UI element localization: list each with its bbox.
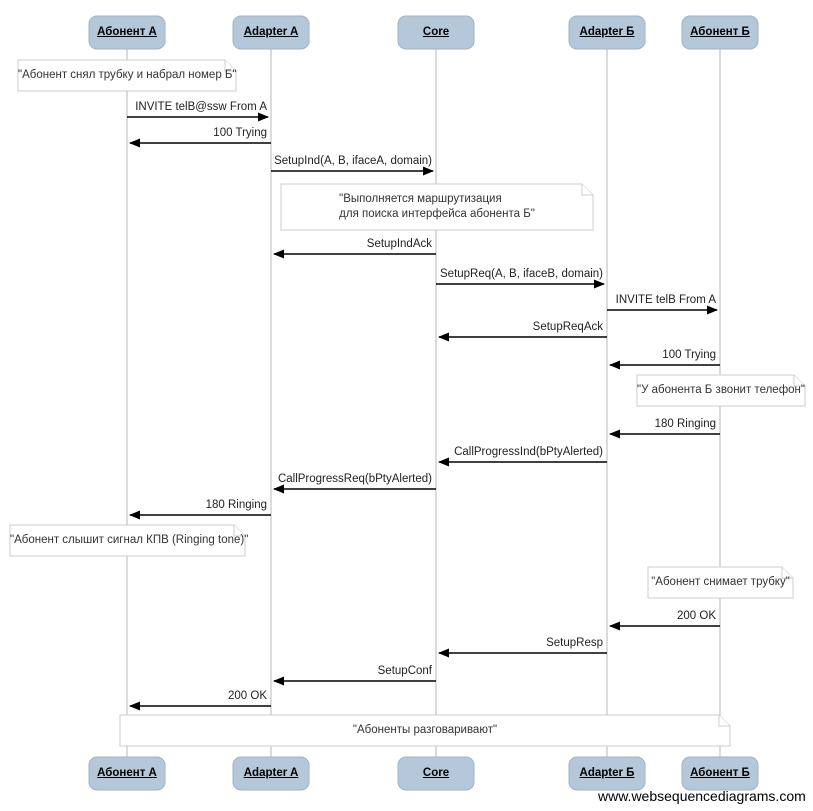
note-b-answers-text: "Абонент снимает трубку" (651, 576, 790, 588)
actor-box-top-core[interactable] (397, 15, 475, 50)
actor-box-bottom-abonentB[interactable] (681, 756, 759, 791)
actor-box-top-adapterB[interactable] (568, 15, 646, 50)
message-label-0: INVITE telB@ssw From A (135, 101, 267, 113)
actor-box-bottom-adapterA[interactable] (232, 756, 310, 791)
actor-box-top-abonentA[interactable] (88, 15, 166, 50)
note-routing-fold (581, 184, 593, 196)
note-b-answers-fold (781, 567, 793, 579)
note-routing-text-block: "Выполняется маршрутизация для поиска ин… (339, 193, 535, 220)
note-b-answers-shape (647, 566, 794, 599)
message-label-15: 200 OK (228, 690, 267, 702)
message-label-4: SetupReq(A, B, ifaceB, domain) (440, 268, 603, 280)
note-talking-shape (119, 714, 731, 747)
note-shapes (9, 59, 806, 747)
note-talking-fold (718, 715, 730, 727)
note-phone-ringing-fold (793, 375, 805, 387)
note-routing-text: "Выполняется маршрутизация для поиска ин… (281, 192, 593, 222)
note-offhook-dialed-fold (224, 60, 236, 72)
message-label-1: 100 Trying (213, 127, 267, 139)
note-routing-shape (280, 183, 594, 231)
message-label-8: 180 Ringing (654, 418, 716, 430)
footer-watermark: www.websequencediagrams.com (598, 788, 806, 804)
actor-boxes-top (88, 15, 759, 50)
message-label-7: 100 Trying (662, 349, 716, 361)
note-offhook-dialed-shape (17, 59, 237, 92)
note-phone-ringing-text: "У абонента Б звонит телефон" (637, 384, 805, 396)
message-arrows (127, 112, 720, 711)
message-label-9: CallProgressInd(bPtyAlerted) (454, 446, 603, 458)
message-label-10: CallProgressReq(bPtyAlerted) (277, 473, 432, 485)
actor-box-bottom-adapterB[interactable] (568, 756, 646, 791)
message-label-3: SetupIndAck (366, 238, 432, 250)
message-label-11: 180 Ringing (205, 499, 267, 511)
note-talking-text: "Абоненты разговаривают" (352, 724, 498, 736)
note-phone-ringing-shape (636, 374, 806, 407)
note-ringback-tone-shape (9, 524, 246, 557)
message-label-5: INVITE telB From A (615, 294, 716, 306)
actor-box-bottom-abonentA[interactable] (88, 756, 166, 791)
message-label-13: SetupResp (546, 637, 603, 649)
message-label-2: SetupInd(A, B, ifaceA, domain) (274, 155, 432, 167)
actor-boxes-bottom (88, 756, 759, 791)
message-label-12: 200 OK (677, 610, 716, 622)
actor-box-top-adapterA[interactable] (232, 15, 310, 50)
note-ringback-tone-text: "Абонент слышит сигнал КПВ (Ringing tone… (10, 534, 249, 546)
note-offhook-dialed-text: "Абонент снял трубку и набрал номер Б" (18, 69, 237, 81)
message-label-14: SetupConf (377, 665, 432, 677)
actor-box-bottom-core[interactable] (397, 756, 475, 791)
actor-box-top-abonentB[interactable] (681, 15, 759, 50)
note-ringback-tone-fold (233, 525, 245, 537)
message-label-6: SetupReqAck (532, 321, 603, 333)
